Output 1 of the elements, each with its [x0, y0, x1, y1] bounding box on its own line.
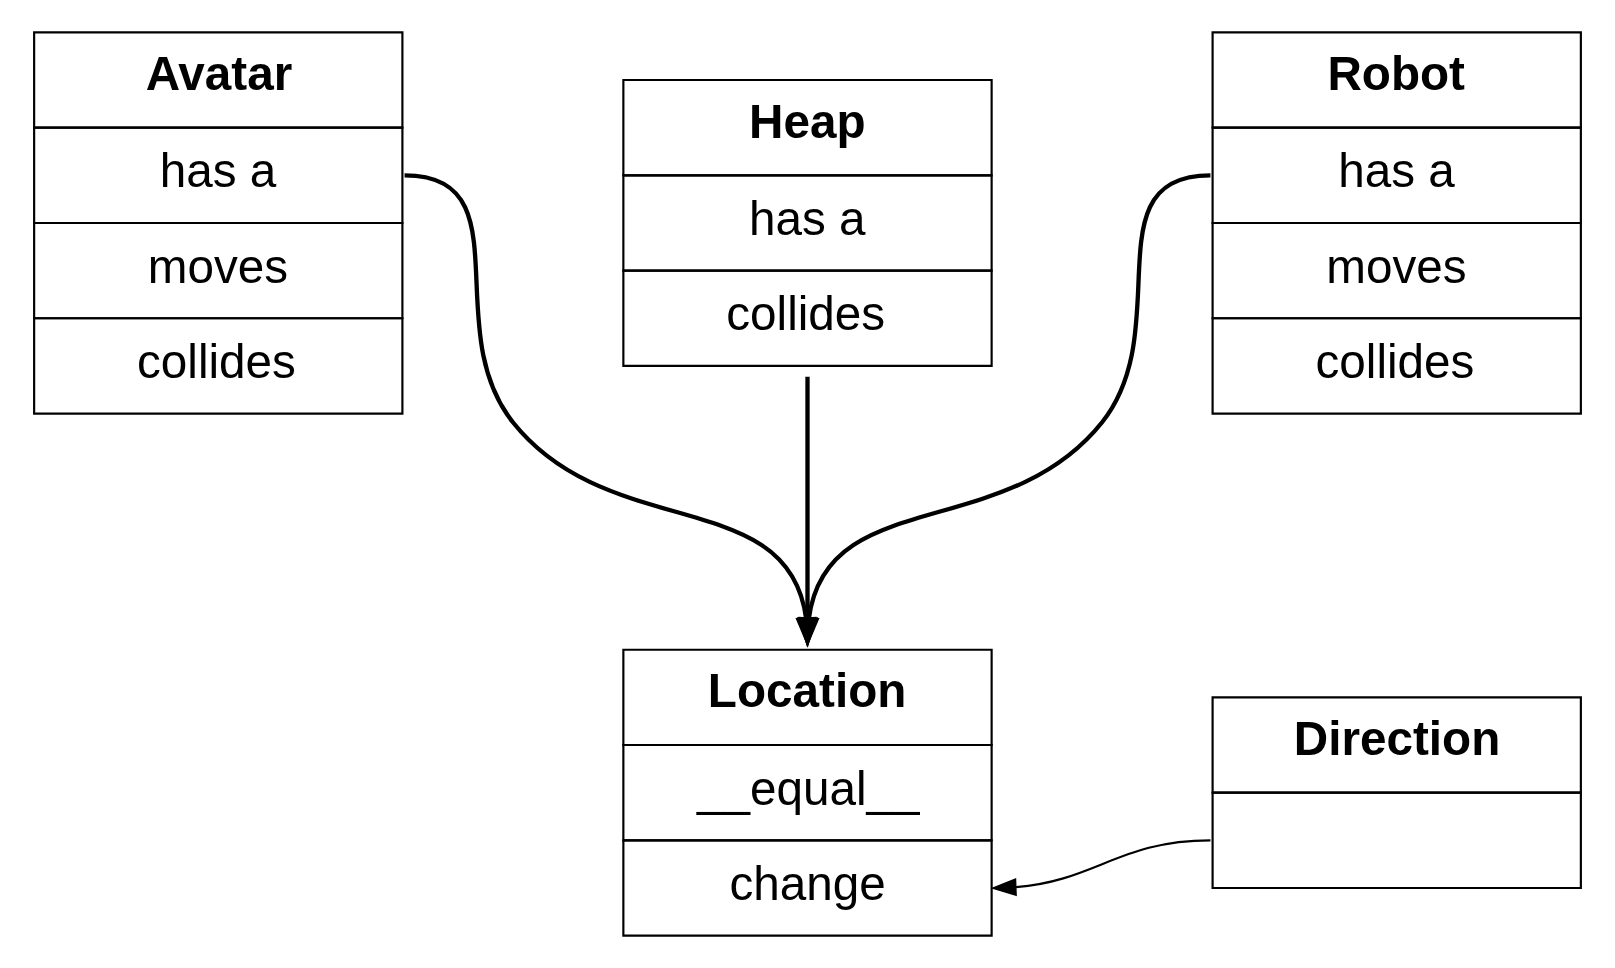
arrow: [990, 839, 1211, 897]
